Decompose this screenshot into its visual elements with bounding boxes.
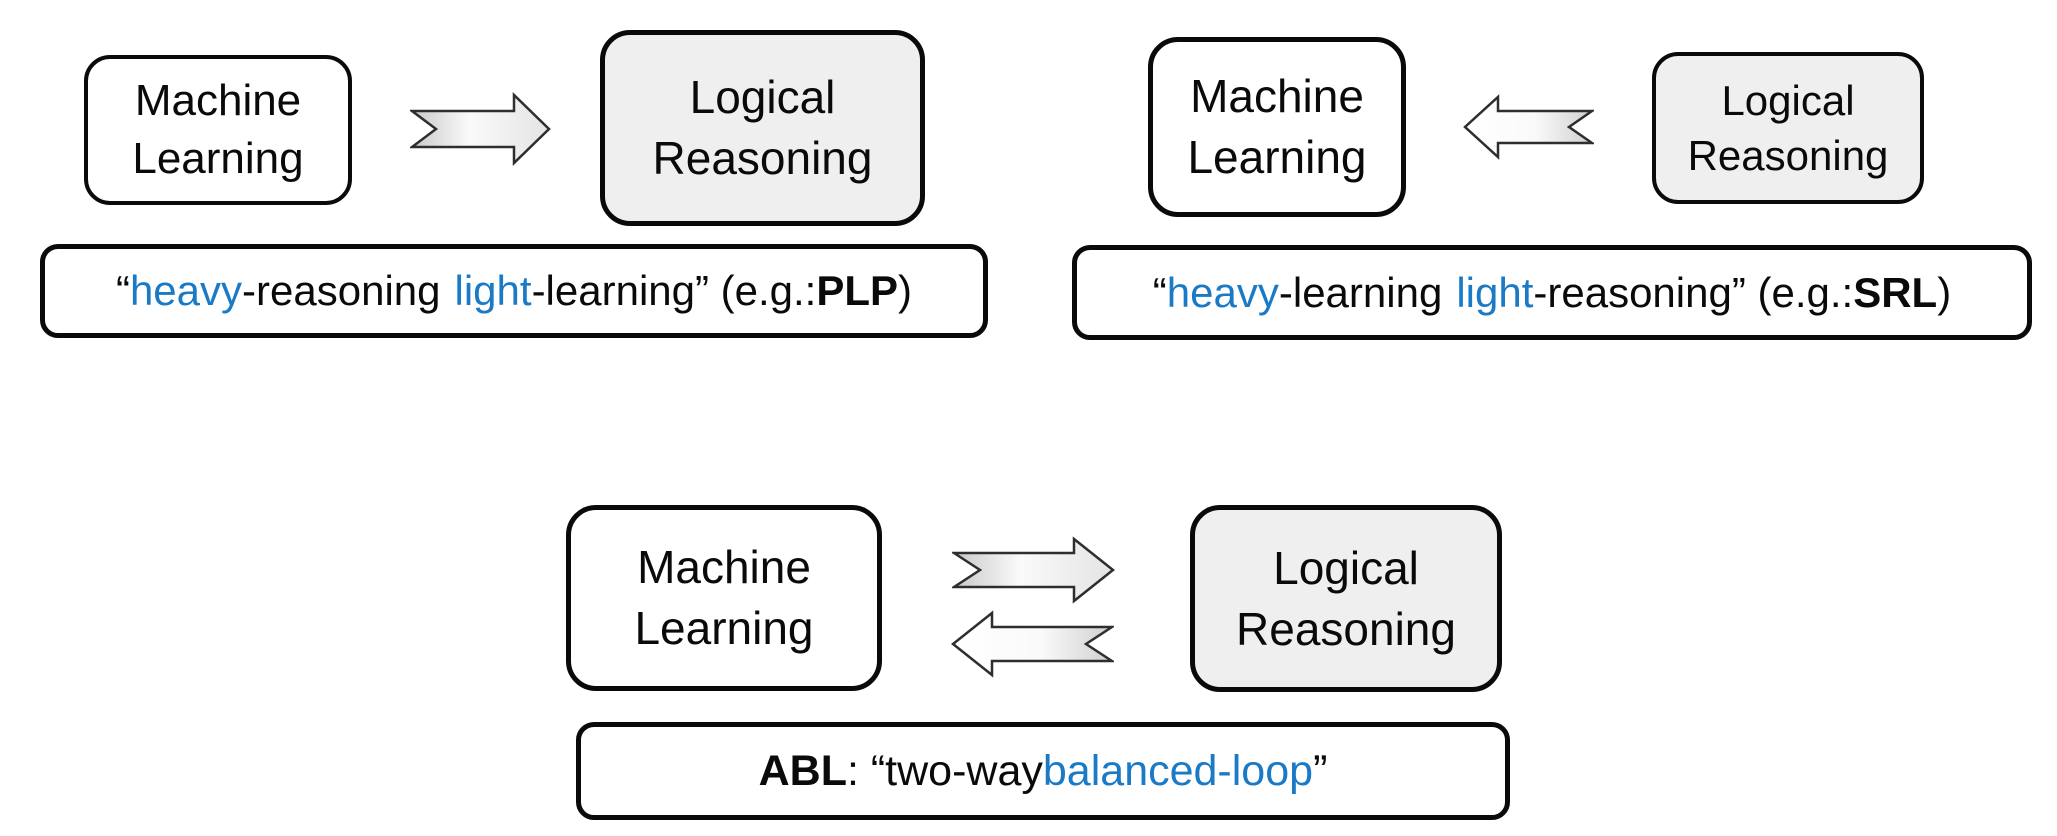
abl-caption-close-quote: ” [1313, 746, 1328, 795]
srl-caption-light: light [1456, 268, 1534, 316]
srl-caption-box: “heavy-learning light-reasoning” (e.g.: S… [1072, 245, 2032, 340]
plp-caption-close: ) [898, 267, 913, 314]
plp-caption-acronym: PLP [816, 267, 899, 314]
logical-reasoning-label-line1: Logical [689, 71, 836, 124]
machine-learning-label-line2: Learning [634, 602, 814, 654]
panel-abl: Machine Learning Logical Reasoning ABL: … [0, 480, 2057, 836]
srl-caption-close: ) [1937, 268, 1952, 316]
left-arrow-icon [950, 610, 1114, 678]
plp-caption-mid: -reasoning [242, 267, 441, 314]
logical-reasoning-box: Logical Reasoning [1652, 52, 1924, 204]
plp-caption-light: light [454, 267, 532, 314]
srl-caption-heavy: heavy [1166, 268, 1279, 316]
srl-caption-open-quote: “ [1152, 268, 1167, 316]
logical-reasoning-box: Logical Reasoning [600, 30, 925, 226]
logical-reasoning-label-line1: Logical [1273, 541, 1419, 594]
abl-caption-blue: balanced-loop [1042, 746, 1314, 795]
abl-caption-mid: : “two-way [846, 746, 1043, 795]
logical-reasoning-label-line2: Reasoning [1687, 132, 1889, 179]
logical-reasoning-label-line1: Logical [1721, 76, 1855, 124]
panel-srl: Machine Learning Logical Reasoning “heav… [1040, 0, 2057, 360]
plp-caption-heavy: heavy [129, 267, 243, 314]
machine-learning-label-line1: Machine [134, 75, 302, 125]
right-arrow-icon [410, 92, 551, 166]
right-arrow-icon [952, 536, 1116, 604]
logical-reasoning-box: Logical Reasoning [1190, 505, 1502, 692]
logical-reasoning-label-line2: Reasoning [1236, 602, 1456, 655]
plp-caption-tail: -learning” (e.g.: [531, 267, 817, 314]
machine-learning-box: Machine Learning [84, 55, 352, 205]
machine-learning-label-line2: Learning [132, 134, 304, 183]
machine-learning-box: Machine Learning [1148, 37, 1406, 217]
machine-learning-label-line1: Machine [1190, 70, 1364, 123]
machine-learning-label-line1: Machine [637, 541, 811, 594]
srl-caption-mid: -learning [1278, 268, 1443, 316]
plp-caption-box: “heavy-reasoning light-learning” (e.g.: P… [40, 244, 988, 338]
plp-caption-open-quote: “ [115, 267, 130, 314]
abl-caption-box: ABL: “two-way balanced-loop” [576, 722, 1510, 820]
logical-reasoning-label-line2: Reasoning [652, 132, 873, 184]
machine-learning-box: Machine Learning [566, 505, 882, 691]
machine-learning-label-line2: Learning [1187, 131, 1367, 183]
abl-caption-acronym: ABL [758, 746, 847, 795]
panel-plp: Machine Learning Logical Reasoning “heav… [0, 0, 1040, 360]
left-arrow-icon [1463, 94, 1594, 160]
srl-caption-acronym: SRL [1853, 268, 1938, 316]
srl-caption-tail: -reasoning” (e.g.: [1533, 268, 1854, 316]
